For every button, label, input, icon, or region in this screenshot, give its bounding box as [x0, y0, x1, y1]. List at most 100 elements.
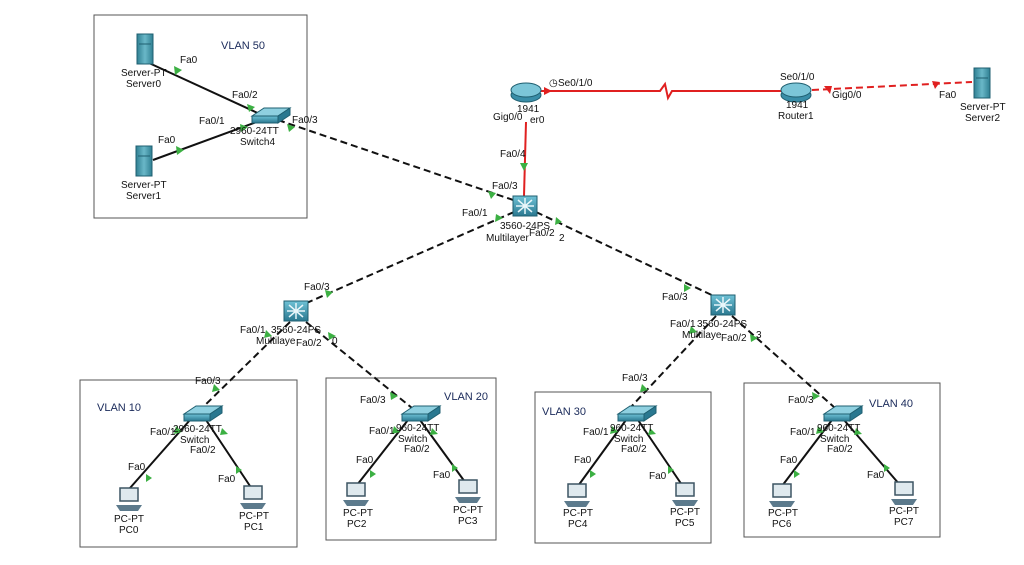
link-switch2-pc4[interactable] — [577, 419, 627, 487]
switch0[interactable]: 2960-24TT Switch — [173, 405, 224, 446]
pc7-model: PC-PT — [889, 506, 919, 517]
pc0-name: PC0 — [119, 525, 139, 536]
server1[interactable]: Server-PT Server1 — [121, 145, 167, 202]
link-up-icon — [174, 426, 182, 434]
pc4[interactable]: PC-PT PC4 — [563, 483, 593, 530]
pc4-model: PC-PT — [563, 508, 593, 519]
port-label: Fa0/2 — [296, 338, 322, 349]
server-icon — [136, 33, 154, 65]
link-up-icon — [854, 428, 862, 435]
switch0-name: Switch — [180, 435, 209, 446]
link-switch2-pc5[interactable] — [637, 419, 683, 486]
port-label: Fa0/1 — [670, 319, 696, 330]
router0[interactable]: 1941 er0 — [510, 82, 545, 126]
link-server0-switch4[interactable] — [148, 62, 263, 116]
link-router0-core[interactable] — [523, 121, 527, 197]
link-right-switch3[interactable] — [731, 315, 836, 409]
switch1[interactable]: 960-24TT Switch — [396, 405, 442, 445]
port-label: Fa0/2 — [827, 444, 853, 455]
link-switch1-pc3[interactable] — [419, 419, 466, 483]
link-serial-router0-router1[interactable] — [540, 81, 790, 101]
pc1[interactable]: PC-PT PC1 — [239, 485, 269, 533]
link-up-icon — [750, 334, 758, 342]
pc-monitor-icon — [894, 481, 914, 496]
server0[interactable]: Server-PT Server0 — [121, 33, 167, 90]
switch2[interactable]: 960-24TT Switch — [610, 405, 658, 445]
link-switch0-pc1[interactable] — [205, 419, 251, 487]
pc6-model: PC-PT — [768, 508, 798, 519]
mls-arrows-icon — [287, 303, 305, 319]
pc6[interactable]: PC-PT PC6 — [768, 483, 798, 530]
switch-icon-front — [183, 413, 211, 422]
link-switch1-pc2[interactable] — [356, 419, 409, 486]
port-label: Gig0/0 — [832, 90, 862, 101]
pc2[interactable]: PC-PT PC2 — [343, 482, 373, 530]
port-label: Se0/1/0 — [780, 72, 815, 83]
pc5[interactable]: PC-PT PC5 — [670, 482, 700, 529]
link-up-icon — [247, 104, 255, 112]
link-switch3-pc6[interactable] — [781, 419, 833, 487]
switch4[interactable]: 2960-24TT Switch4 — [230, 107, 292, 148]
switch3[interactable]: 960-24TT Switch — [817, 405, 864, 445]
router0-model: 1941 — [517, 104, 540, 115]
switch1-model: 960-24TT — [396, 423, 439, 434]
link-up-icon — [430, 428, 438, 435]
server1-model: Server-PT — [121, 180, 167, 191]
pc1-model: PC-PT — [239, 511, 269, 522]
mls-right-name: Multilaye — [682, 330, 722, 341]
link-up-icon — [146, 474, 152, 482]
link-core-left[interactable] — [301, 211, 515, 306]
pc6-name: PC6 — [772, 519, 792, 530]
link-up-icon — [452, 464, 458, 472]
pc-monitor-icon — [567, 483, 587, 498]
server2[interactable]: Server-PT Server2 — [960, 67, 1006, 124]
mls-core-model: 3560-24PS — [500, 221, 550, 232]
link-up-icon — [325, 290, 333, 298]
router1[interactable]: 1941 Router1 — [778, 82, 814, 122]
pc0-model: PC-PT — [114, 514, 144, 525]
mls-arrows-icon — [714, 297, 732, 313]
pc0[interactable]: PC-PT PC0 — [114, 487, 144, 536]
router-icon-top — [780, 82, 812, 98]
router0-name: er0 — [530, 115, 545, 126]
link-core-right[interactable] — [535, 211, 719, 299]
pc3[interactable]: PC-PT PC3 — [453, 479, 483, 527]
switch0-model: 2960-24TT — [173, 424, 222, 435]
link-up-icon — [488, 191, 496, 199]
mls-core[interactable]: 3560-24PS Multilayer 2 — [486, 195, 565, 244]
link-left-switch0[interactable] — [199, 321, 291, 411]
mls-left[interactable]: 3560-24PS Multilaye 0 — [256, 300, 338, 347]
pc7[interactable]: PC-PT PC7 — [889, 481, 919, 528]
links — [129, 62, 973, 489]
link-switch4-core[interactable] — [277, 119, 523, 204]
port-label: Fa0 — [158, 135, 176, 146]
vlan20-label: VLAN 20 — [444, 391, 488, 403]
link-up-icon — [794, 470, 800, 478]
pc2-name: PC2 — [347, 519, 367, 530]
port-label: Fa0/2 — [190, 445, 216, 456]
switch-icon-side — [849, 405, 863, 422]
port-label: Fa0/2 — [404, 444, 430, 455]
port-label: Fa0/1 — [790, 427, 816, 438]
port-label: Fa0 — [939, 90, 957, 101]
server2-name: Server2 — [965, 113, 1000, 124]
link-up-icon — [370, 470, 376, 478]
link-switch3-pc7[interactable] — [843, 419, 901, 486]
port-label: Fa0/3 — [492, 181, 518, 192]
port-label: Fa0/2 — [621, 444, 647, 455]
link-up-icon — [287, 124, 295, 132]
server1-name: Server1 — [126, 191, 161, 202]
router1-model: 1941 — [786, 100, 809, 111]
mls-right[interactable]: 3560-24PS Multilaye 3 — [682, 294, 762, 341]
switch-icon-front — [251, 115, 279, 124]
link-router1-server2[interactable] — [811, 81, 973, 91]
server-icon — [135, 145, 153, 177]
link-right-switch2[interactable] — [629, 315, 717, 409]
vlan40-label: VLAN 40 — [869, 398, 913, 410]
pc1-name: PC1 — [244, 522, 264, 533]
port-label: Gig0/0 — [493, 112, 523, 123]
vlan50-box — [93, 14, 308, 219]
link-up-icon — [812, 392, 820, 400]
link-left-switch1[interactable] — [305, 321, 413, 409]
